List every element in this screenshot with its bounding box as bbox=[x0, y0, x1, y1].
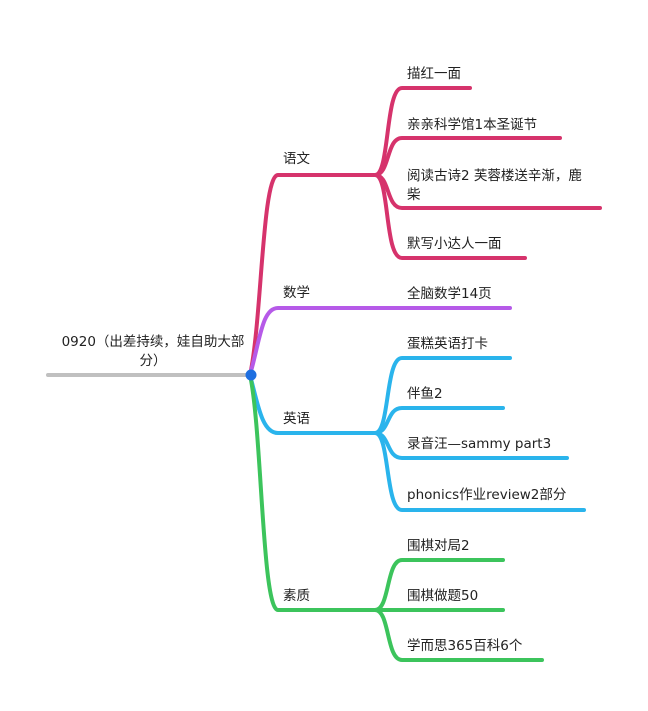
connector-suzhi-item-1 bbox=[373, 558, 505, 612]
connector-suzhi-item-3 bbox=[373, 608, 544, 662]
yingyu-item-3: 录音汪—sammy part3 bbox=[407, 436, 552, 452]
yuwen-item-2: 亲亲科学馆1本圣诞节 bbox=[407, 117, 538, 133]
connector-yingyu-item-2 bbox=[373, 406, 505, 435]
connector-root-yuwen bbox=[248, 173, 377, 377]
yingyu-item-1: 蛋糕英语打卡 bbox=[407, 336, 488, 352]
yingyu-item-2: 伴鱼2 bbox=[407, 386, 443, 402]
connector-yingyu-item-1 bbox=[373, 356, 512, 435]
connector-yingyu-item-4 bbox=[373, 431, 586, 512]
branch-label-yuwen: 语文 bbox=[283, 151, 310, 167]
yuwen-item-1: 描红一面 bbox=[407, 66, 461, 82]
yuwen-item-4: 默写小达人一面 bbox=[407, 236, 502, 252]
connector-yuwen-item-2 bbox=[373, 136, 562, 177]
suzhi-item-2: 围棋做题50 bbox=[407, 588, 479, 604]
branch-label-shuxue: 数学 bbox=[283, 285, 310, 301]
connector-root-yingyu bbox=[248, 373, 377, 435]
connector-root-shuxue bbox=[248, 306, 512, 377]
root-topic: 0920（出差持续，娃自助大部分） bbox=[61, 334, 245, 369]
suzhi-item-1: 围棋对局2 bbox=[407, 538, 470, 554]
branch-label-yingyu: 英语 bbox=[283, 411, 310, 427]
yuwen-item-3: 阅读古诗2 芙蓉楼送辛渐，鹿柴 bbox=[407, 168, 582, 203]
root-node-dot bbox=[245, 369, 257, 381]
branch-label-suzhi: 素质 bbox=[283, 588, 310, 604]
connector-yuwen-item-4 bbox=[373, 173, 527, 260]
yingyu-item-4: phonics作业review2部分 bbox=[407, 487, 567, 503]
shuxue-item-1: 全脑数学14页 bbox=[407, 286, 492, 302]
suzhi-item-3: 学而思365百科6个 bbox=[407, 638, 523, 654]
connector-root-suzhi bbox=[248, 373, 377, 612]
